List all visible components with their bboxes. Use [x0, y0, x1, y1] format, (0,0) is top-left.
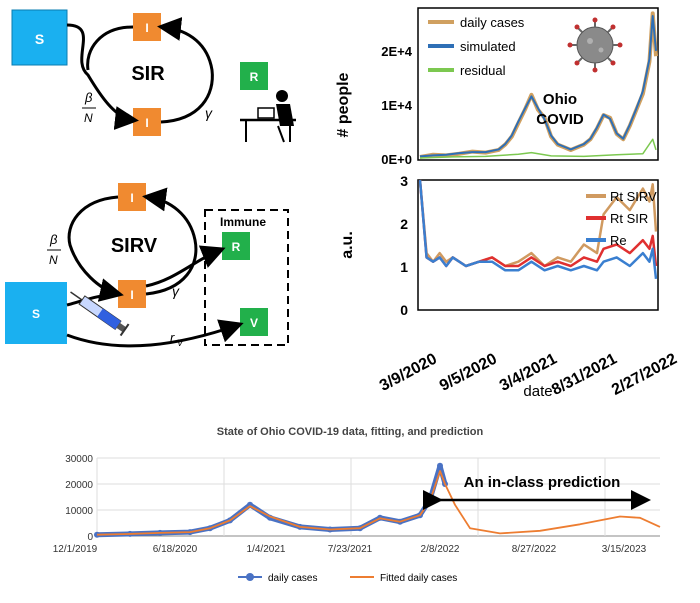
covid-label: COVID	[536, 111, 584, 128]
prediction-chart-ytick: 10000	[65, 506, 93, 517]
cases-chart: # people 0E+0 1E+4 2E+4 daily cases simu…	[335, 7, 659, 167]
sir-i-top-label: I	[145, 21, 148, 35]
rt-chart-xtick: 2/27/2022	[609, 350, 680, 398]
prediction-chart-xtick: 8/27/2022	[512, 544, 557, 555]
sir-r-label: R	[250, 70, 259, 84]
sirv-v-label: V	[250, 316, 258, 330]
prediction-chart-ytick: 0	[87, 532, 93, 543]
rt-chart-xtick: 8/31/2021	[549, 350, 620, 398]
sirv-i-to-r	[145, 245, 226, 288]
sir-diagram: S I I R SIR β N γ	[11, 9, 296, 143]
legend-re-label: Re	[610, 233, 627, 248]
sirv-r-box	[222, 232, 250, 260]
sir-beta: β	[84, 90, 93, 105]
prediction-chart-xtick: 7/23/2021	[328, 544, 373, 555]
prediction-chart: State of Ohio COVID-19 data, fitting, an…	[53, 426, 661, 584]
sirv-gamma: γ	[172, 283, 180, 299]
legend-bottom-daily-marker	[246, 573, 254, 581]
rt-chart-xtick: 3/9/2020	[377, 350, 440, 394]
prediction-legend: daily cases Fitted daily cases	[238, 573, 457, 584]
legend-simulated-label: simulated	[460, 39, 516, 54]
sir-i-bottom-label: I	[145, 116, 148, 130]
prediction-chart-xtick: 2/8/2022	[421, 544, 460, 555]
residual-line	[419, 138, 657, 159]
prediction-annotation: An in-class prediction	[464, 474, 621, 491]
sir-s-box	[11, 9, 68, 66]
bottom-daily-cases-point	[437, 462, 443, 469]
cases-chart-ytick-2: 2E+4	[381, 44, 412, 59]
sirv-rate-sub: V	[177, 338, 184, 348]
virus-icon	[567, 17, 623, 73]
rt-chart-ylabel: a.u.	[339, 231, 356, 259]
prediction-chart-xticks: 12/1/2019 6/18/2020 1/4/2021 7/23/2021 2/8/2…	[53, 544, 647, 555]
sir-r-box	[240, 62, 268, 90]
sirv-i-bottom-label: I	[130, 288, 133, 302]
rt-chart-series	[418, 179, 658, 280]
sirv-i-top-box	[118, 183, 146, 211]
cases-chart-ytick-1: 1E+4	[381, 98, 412, 113]
sirv-i-top-label: I	[130, 191, 133, 205]
prediction-chart-ytick: 30000	[65, 454, 93, 465]
ohio-label: Ohio	[543, 91, 577, 108]
rt-chart: a.u. 0 1 2 3 Rt SIRV Rt SIR Re 3/9/20209…	[339, 173, 680, 400]
sirv-s-to-i	[66, 292, 117, 307]
legend-rt-sir-label: Rt SIR	[610, 211, 648, 226]
prediction-chart-ytick: 20000	[65, 480, 93, 491]
re-line	[418, 179, 658, 280]
sirv-diagram: Immune S I I R V SIRV β N γ r V	[5, 183, 289, 348]
sir-n: N	[84, 111, 93, 125]
sir-s-label: S	[35, 31, 44, 47]
prediction-chart-yticks: 0 10000 20000 30000	[65, 454, 93, 543]
rt-chart-ytick-2: 2	[400, 216, 408, 232]
cases-chart-series	[419, 11, 658, 159]
sirv-s-box	[5, 282, 67, 344]
sirv-r-label: R	[232, 240, 241, 254]
sir-gamma: γ	[205, 105, 213, 121]
rt-chart-ytick-3: 3	[400, 173, 408, 189]
legend-bottom-fit-label: Fitted daily cases	[380, 573, 457, 584]
sir-loop-right	[157, 17, 214, 124]
prediction-chart-title: State of Ohio COVID-19 data, fitting, an…	[217, 426, 484, 438]
sir-i-top-box	[133, 13, 161, 41]
sir-loop-top	[86, 25, 134, 71]
legend-rt-sirv-label: Rt SIRV	[610, 189, 657, 204]
rt-sirv-line	[418, 179, 658, 268]
sirv-title: SIRV	[111, 235, 158, 257]
syringe-icon	[70, 291, 130, 337]
sir-title: SIR	[131, 63, 165, 85]
prediction-chart-xtick: 12/1/2019	[53, 544, 98, 555]
sirv-s-to-v	[66, 319, 244, 348]
prediction-chart-gridlines	[96, 457, 660, 536]
sirv-loop-right	[142, 187, 198, 296]
rt-chart-xlabel: date	[523, 383, 552, 400]
prediction-chart-series	[94, 462, 661, 538]
prediction-chart-xtick: 3/15/2023	[602, 544, 647, 555]
sirv-loop-left	[67, 195, 124, 302]
simulated-line	[419, 15, 657, 158]
legend-daily-label: daily cases	[460, 15, 525, 30]
sirv-immune-box	[204, 209, 289, 346]
rt-chart-ytick-0: 0	[400, 302, 408, 318]
rt-chart-xtick: 9/5/2020	[437, 350, 500, 394]
sirv-v-box	[240, 308, 268, 336]
sirv-rate: r	[170, 330, 175, 345]
bottom-daily-cases-line	[96, 463, 448, 538]
bottom-fitted-line	[96, 470, 661, 536]
legend-bottom-daily-label: daily cases	[268, 573, 317, 584]
cases-chart-ytick-0: 0E+0	[381, 152, 412, 167]
legend-residual-label: residual	[460, 63, 506, 78]
sirv-immune-label: Immune	[220, 215, 266, 229]
prediction-chart-xtick: 1/4/2021	[247, 544, 286, 555]
sirv-beta: β	[49, 232, 58, 247]
prediction-chart-xtick: 6/18/2020	[153, 544, 198, 555]
person-at-desk-icon	[240, 90, 296, 143]
sirv-n: N	[49, 253, 58, 267]
rt-chart-plot-area	[417, 179, 659, 311]
sirv-s-label: S	[32, 307, 40, 321]
sir-loop-left	[66, 23, 139, 130]
cases-chart-ylabel: # people	[335, 72, 352, 137]
rt-chart-ytick-1: 1	[400, 259, 408, 275]
